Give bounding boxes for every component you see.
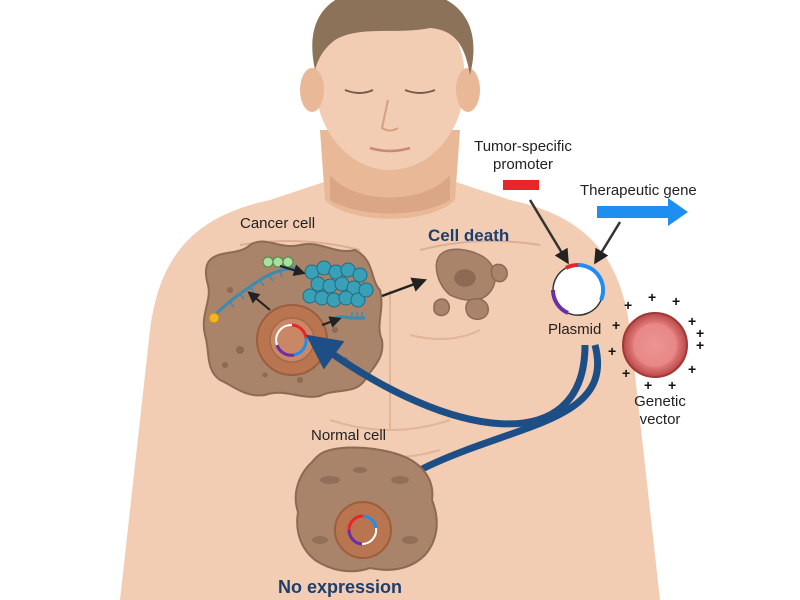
genetic-vector-icon bbox=[622, 312, 688, 378]
left-ear bbox=[300, 68, 324, 112]
svg-text:+: + bbox=[608, 343, 616, 359]
svg-text:+: + bbox=[668, 377, 676, 393]
cancer-cell-label: Cancer cell bbox=[240, 215, 316, 232]
svg-text:+: + bbox=[688, 313, 696, 329]
svg-text:+: + bbox=[612, 317, 620, 333]
plasmid-icon bbox=[550, 262, 606, 316]
right-ear bbox=[456, 68, 480, 112]
svg-text:+: + bbox=[622, 365, 630, 381]
tumor-promoter-line2: promoter bbox=[492, 156, 554, 173]
vector-charge-icons: +++ +++ +++ +++ bbox=[608, 289, 704, 393]
normal-cell-mitochondria bbox=[312, 467, 418, 544]
genetic-vector-line2: vector bbox=[639, 411, 681, 428]
arrow-promoter-to-plasmid bbox=[528, 199, 569, 265]
mouth bbox=[369, 146, 411, 153]
peptide-icon bbox=[262, 256, 294, 268]
genetic-vector-line1: Genetic bbox=[634, 393, 686, 410]
protein-cluster-icon bbox=[302, 260, 374, 308]
normal-cell bbox=[294, 446, 438, 573]
normal-cell-nucleus bbox=[334, 501, 392, 559]
arrow-peptide-to-protein bbox=[279, 264, 306, 277]
arrow-nucleus-to-mrna bbox=[321, 316, 342, 328]
tumor-promoter-label: Tumor-specific promoter bbox=[458, 138, 588, 174]
svg-text:+: + bbox=[624, 297, 632, 313]
left-eye bbox=[344, 89, 374, 94]
arrow-nucleus-to-dna bbox=[247, 291, 271, 311]
right-eye bbox=[404, 89, 436, 94]
hair bbox=[312, 0, 474, 75]
arrow-to-cell-death bbox=[381, 277, 428, 298]
genetic-vector-label: Genetic vector bbox=[620, 393, 700, 429]
normal-plasmid-icon bbox=[347, 514, 378, 546]
cancer-cell bbox=[202, 240, 384, 398]
svg-text:+: + bbox=[696, 337, 704, 353]
delivery-arrow-to-cancer-cell bbox=[305, 334, 589, 428]
mrna-teeth bbox=[351, 312, 363, 318]
arrow-gene-to-plasmid bbox=[594, 221, 622, 265]
svg-text:+: + bbox=[696, 325, 704, 341]
therapeutic-gene-label: Therapeutic gene bbox=[580, 182, 697, 199]
svg-text:+: + bbox=[688, 361, 696, 377]
svg-text:+: + bbox=[648, 289, 656, 305]
plasmid-label: Plasmid bbox=[548, 321, 602, 338]
svg-text:+: + bbox=[644, 377, 652, 393]
head bbox=[315, 0, 465, 170]
dead-cell-fragments bbox=[433, 248, 508, 320]
no-expression-label: No expression bbox=[278, 577, 403, 597]
tumor-promoter-line1: Tumor-specific bbox=[474, 138, 572, 155]
promoter-icon bbox=[503, 180, 539, 190]
therapeutic-gene-icon bbox=[597, 198, 688, 226]
normal-cell-label: Normal cell bbox=[311, 427, 387, 444]
svg-text:+: + bbox=[672, 293, 680, 309]
ribosome-icon bbox=[208, 312, 220, 324]
cell-death-label: Cell death bbox=[428, 226, 510, 245]
nose bbox=[380, 99, 399, 132]
neck-shadow bbox=[330, 175, 450, 214]
